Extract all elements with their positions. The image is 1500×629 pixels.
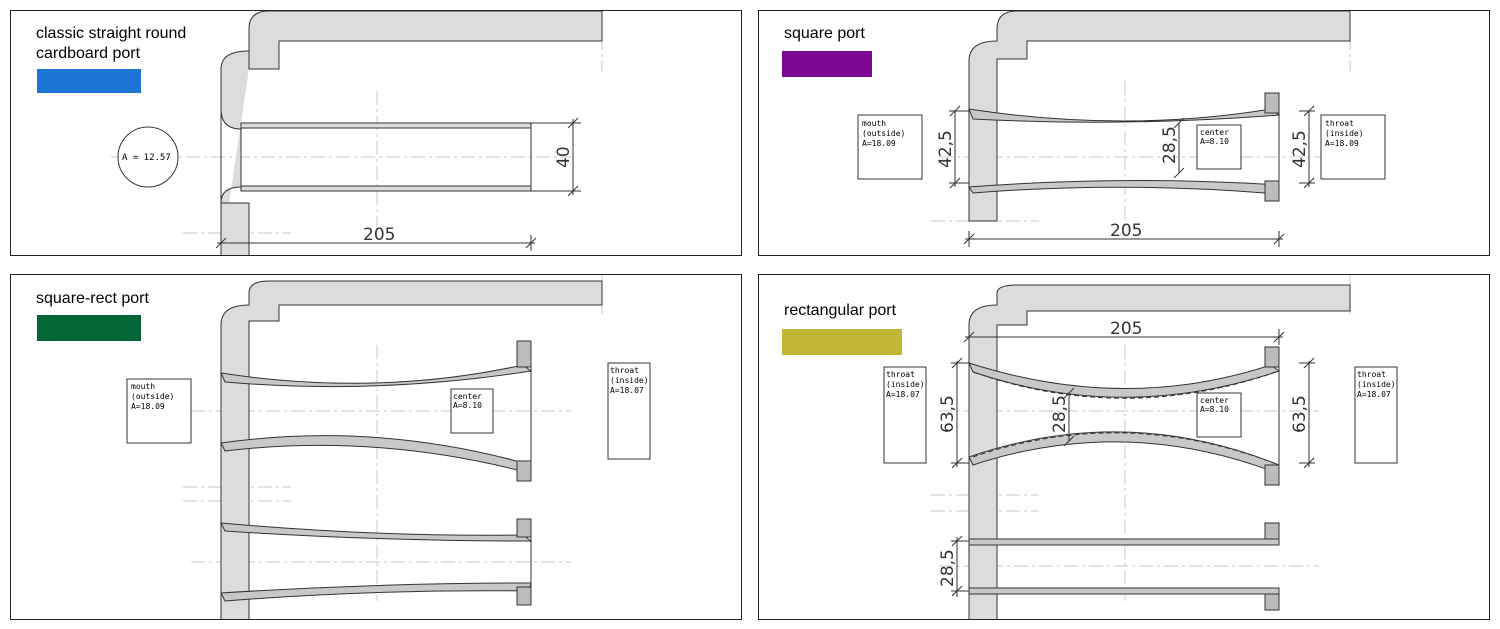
center-label-2: A=8.10 [1200, 137, 1229, 146]
lower-port-bottom-wall [220, 582, 532, 602]
circle-label: A = 12.57 [122, 153, 171, 163]
tube-bottom-wall [240, 185, 532, 192]
dim-center: 28,5 [1050, 395, 1070, 433]
panel-square-port: square port mouth (outside) A=18.09 cent… [758, 10, 1490, 256]
center-label-2: A=8.10 [453, 401, 482, 410]
throat-left-label-3: A=18.07 [886, 390, 920, 399]
area-circle [117, 126, 179, 188]
center-label-1: center [1200, 396, 1229, 405]
panel-title-line1: classic straight round [36, 25, 187, 42]
baffle-wall [220, 11, 603, 255]
mouth-label-1: mouth [131, 382, 155, 391]
port-top-wall [220, 364, 533, 388]
throat-label-1: throat [1325, 119, 1354, 128]
panel-rectangular-port: rectangular port throat (inside) A=18.07 [758, 274, 1490, 620]
flange-top [516, 340, 532, 368]
port-drawing: A = 12.57 40 205 [111, 11, 603, 255]
dim-diameter: 40 [554, 146, 574, 168]
lower-port-bottom-wall [968, 587, 1280, 595]
color-swatch [37, 315, 141, 341]
mouth-label-3: A=18.09 [131, 402, 165, 411]
panel-title: rectangular port [784, 302, 897, 319]
color-swatch [37, 69, 141, 93]
throat-left-label-1: throat [886, 370, 915, 379]
port-drawing: mouth (outside) A=18.09 center A=8.10 th… [126, 275, 651, 619]
throat-label-1: throat [610, 366, 639, 375]
baffle-wall [220, 280, 603, 619]
throat-right-label-2: (inside) [1357, 380, 1396, 389]
dim-bottom: 28,5 [938, 549, 958, 587]
port-top-wall [968, 362, 1281, 398]
throat-label-3: A=18.09 [1325, 139, 1359, 148]
dim-left: 63,5 [938, 395, 958, 433]
mouth-label-2: (outside) [862, 129, 905, 138]
throat-left-label-2: (inside) [886, 380, 925, 389]
port-bottom-wall [968, 431, 1280, 474]
dim-throat: 42,5 [1290, 130, 1310, 168]
throat-right-label-3: A=18.07 [1357, 390, 1391, 399]
center-label-1: center [453, 392, 482, 401]
color-swatch [782, 329, 902, 355]
throat-label-2: (inside) [1325, 129, 1364, 138]
mouth-label-3: A=18.09 [862, 139, 896, 148]
throat-right-label-1: throat [1357, 370, 1386, 379]
port-bottom-wall [968, 179, 1280, 195]
throat-label-3: A=18.07 [610, 386, 644, 395]
center-label-1: center [1200, 128, 1229, 137]
panel-classic-round-port: classic straight round cardboard port A … [10, 10, 742, 256]
flange-bottom [1264, 464, 1280, 486]
port-bottom-wall [220, 435, 532, 474]
dim-center: 28,5 [1160, 126, 1180, 164]
port-drawing: throat (inside) A=18.07 center A=8.10 th… [883, 275, 1398, 619]
throat-label-2: (inside) [610, 376, 649, 385]
port-drawing: mouth (outside) A=18.09 center A=8.10 th… [857, 11, 1386, 247]
port-top-wall [968, 108, 1281, 123]
baffle-wall [968, 284, 1351, 619]
center-label-2: A=8.10 [1200, 405, 1229, 414]
lower-port-top-wall [968, 538, 1280, 546]
panel-title: square port [784, 25, 865, 42]
dim-right: 63,5 [1290, 395, 1310, 433]
panel-square-rect-port: square-rect port mouth (outside) A=18.09 [10, 274, 742, 620]
lower-port-top-wall [220, 522, 533, 542]
dim-length: 205 [363, 225, 395, 245]
dim-length: 205 [1110, 319, 1142, 339]
flange-bottom [516, 460, 532, 482]
flange-top [1264, 346, 1280, 368]
panel-title-line2: cardboard port [36, 45, 141, 62]
color-swatch [782, 51, 872, 77]
mouth-label-1: mouth [862, 119, 886, 128]
panel-title: square-rect port [36, 290, 149, 307]
mouth-label-2: (outside) [131, 392, 174, 401]
dim-length: 205 [1110, 221, 1142, 241]
flange-top [1264, 92, 1280, 114]
dim-mouth: 42,5 [936, 130, 956, 168]
baffle-wall-lower [220, 202, 250, 255]
flange-bottom [1264, 180, 1280, 202]
tube-top-wall [240, 122, 532, 129]
baffle-wall [968, 11, 1351, 222]
